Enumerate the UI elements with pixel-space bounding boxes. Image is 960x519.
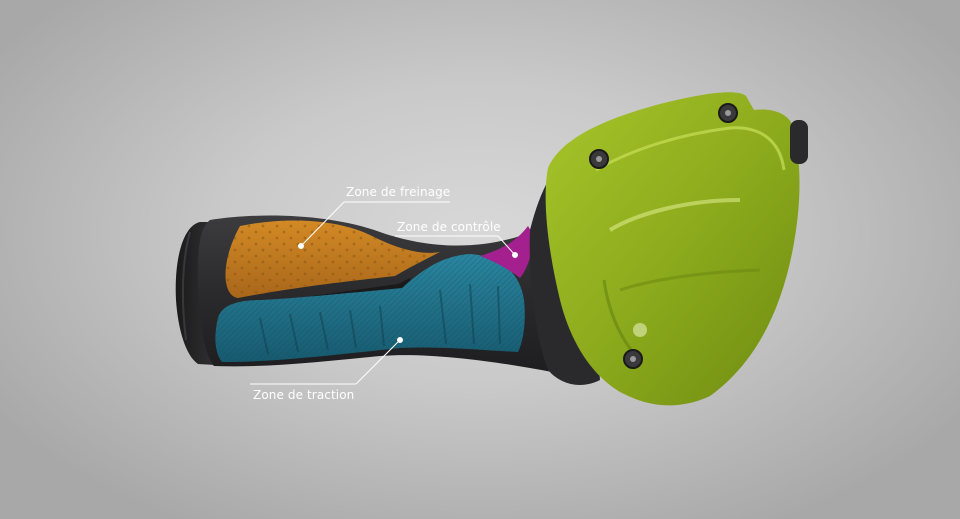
- housing-screw: [718, 103, 738, 123]
- callout-line-traction: [250, 337, 403, 385]
- control-zone: [480, 226, 534, 278]
- control-zone-label: Zone de contrôle: [397, 220, 501, 234]
- braking-zone: [225, 220, 440, 298]
- throttle-housing: [545, 92, 800, 406]
- callout-line-braking: [298, 201, 450, 249]
- braking-zone-label: Zone de freinage: [346, 185, 451, 199]
- callout-line-control: [395, 235, 518, 258]
- traction-zone-label: Zone de traction: [253, 388, 355, 402]
- housing-screw: [623, 349, 643, 369]
- end-knob: [790, 120, 808, 164]
- traction-zone: [215, 254, 525, 362]
- housing-screw: [589, 149, 609, 169]
